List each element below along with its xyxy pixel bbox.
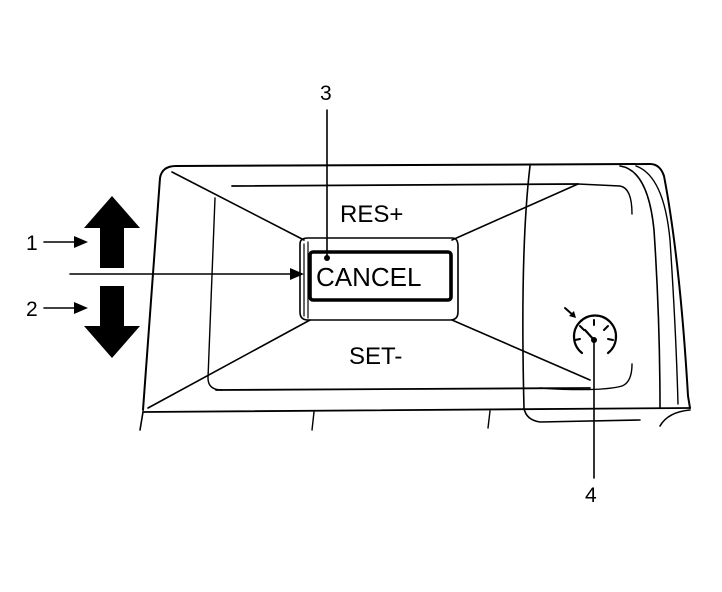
res-plus-label: RES+ <box>340 201 403 228</box>
callout-2: 2 <box>26 298 88 321</box>
callout-3: 3 <box>320 82 332 261</box>
rocker-panel <box>147 171 591 409</box>
callout-4-number: 4 <box>585 484 597 507</box>
callout-1-number: 1 <box>26 232 38 255</box>
res-plus-button[interactable]: RES+ <box>340 201 403 228</box>
callout-1: 1 <box>26 232 88 255</box>
cancel-pointer-arrow <box>69 268 304 280</box>
set-minus-label: SET- <box>349 343 402 370</box>
down-arrow-icon <box>84 286 140 358</box>
set-minus-button[interactable]: SET- <box>349 343 402 370</box>
callout-4: 4 <box>585 341 597 507</box>
cancel-label: CANCEL <box>316 262 421 292</box>
cancel-button[interactable]: CANCEL <box>299 237 459 321</box>
switch-housing <box>139 163 691 431</box>
callout-2-number: 2 <box>26 298 38 321</box>
up-arrow-icon <box>84 196 140 268</box>
speedometer-icon[interactable] <box>564 307 618 355</box>
callout-3-number: 3 <box>320 82 332 105</box>
